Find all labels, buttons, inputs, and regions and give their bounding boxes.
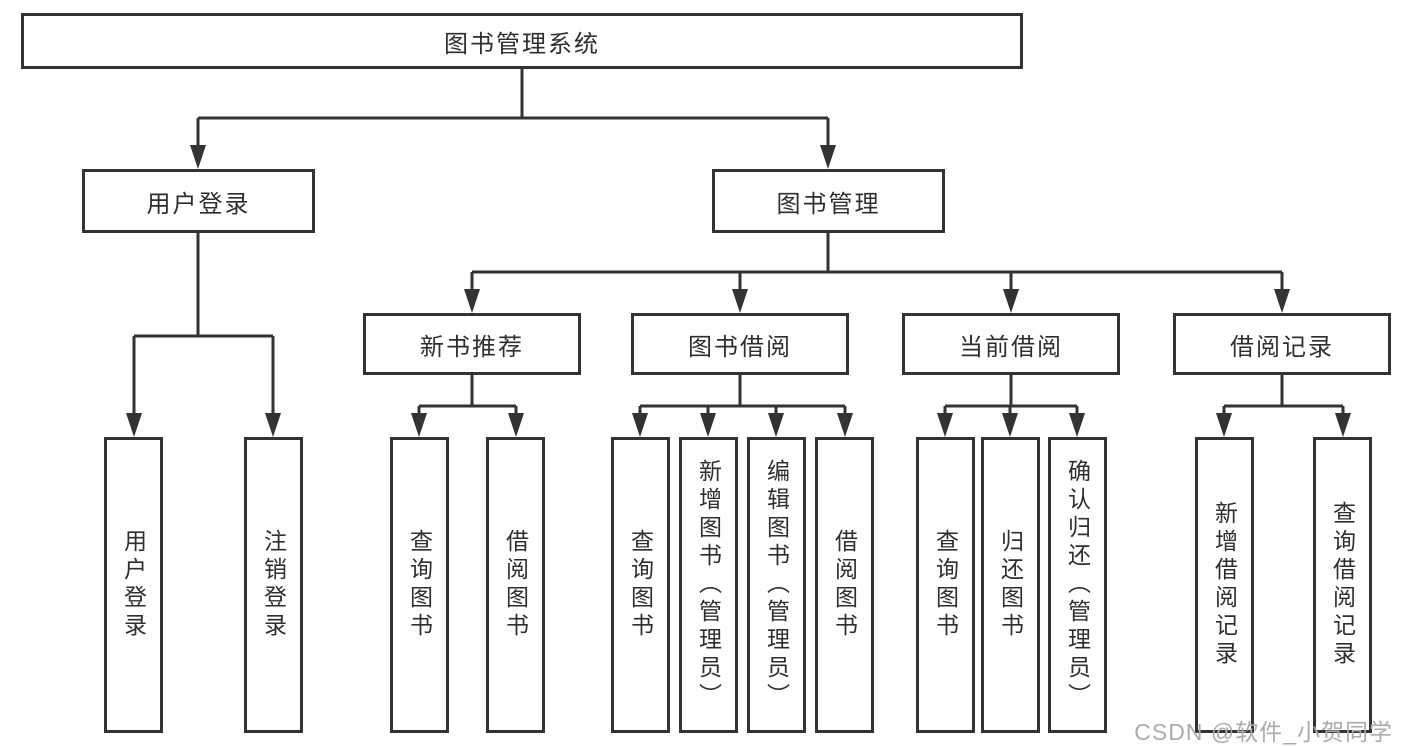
leaf-borrow-books-recommend: 借阅图书 (486, 437, 545, 733)
leaf-return-books: 归还图书 (981, 437, 1040, 733)
watermark: CSDN @软件_小贺同学 (1134, 719, 1393, 745)
node-book-borrowing: 图书借阅 (631, 313, 849, 375)
node-current-borrowing: 当前借阅 (902, 313, 1120, 375)
node-borrowing-records: 借阅记录 (1173, 313, 1391, 375)
leaf-confirm-return-admin: 确认归还（管理员） (1048, 437, 1107, 733)
node-book-management: 图书管理 (712, 169, 945, 233)
arrowheads (126, 145, 1351, 437)
node-user-login: 用户登录 (82, 169, 315, 233)
leaf-query-borrow-record: 查询借阅记录 (1313, 437, 1372, 733)
leaf-query-books-borrowing: 查询图书 (611, 437, 670, 733)
leaf-borrow-books-borrowing: 借阅图书 (815, 437, 874, 733)
leaf-user-login: 用户登录 (104, 437, 163, 733)
leaf-add-book-admin: 新增图书（管理员） (679, 437, 738, 733)
leaf-logout-login: 注销登录 (244, 437, 303, 733)
connector-path (132, 66, 1345, 416)
leaf-query-books-current: 查询图书 (916, 437, 975, 733)
leaf-edit-book-admin: 编辑图书（管理员） (747, 437, 806, 733)
leaf-add-borrow-record: 新增借阅记录 (1195, 437, 1254, 733)
node-new-book-recommend: 新书推荐 (363, 313, 581, 375)
leaf-query-books-recommend: 查询图书 (390, 437, 449, 733)
node-library-system: 图书管理系统 (21, 13, 1023, 69)
